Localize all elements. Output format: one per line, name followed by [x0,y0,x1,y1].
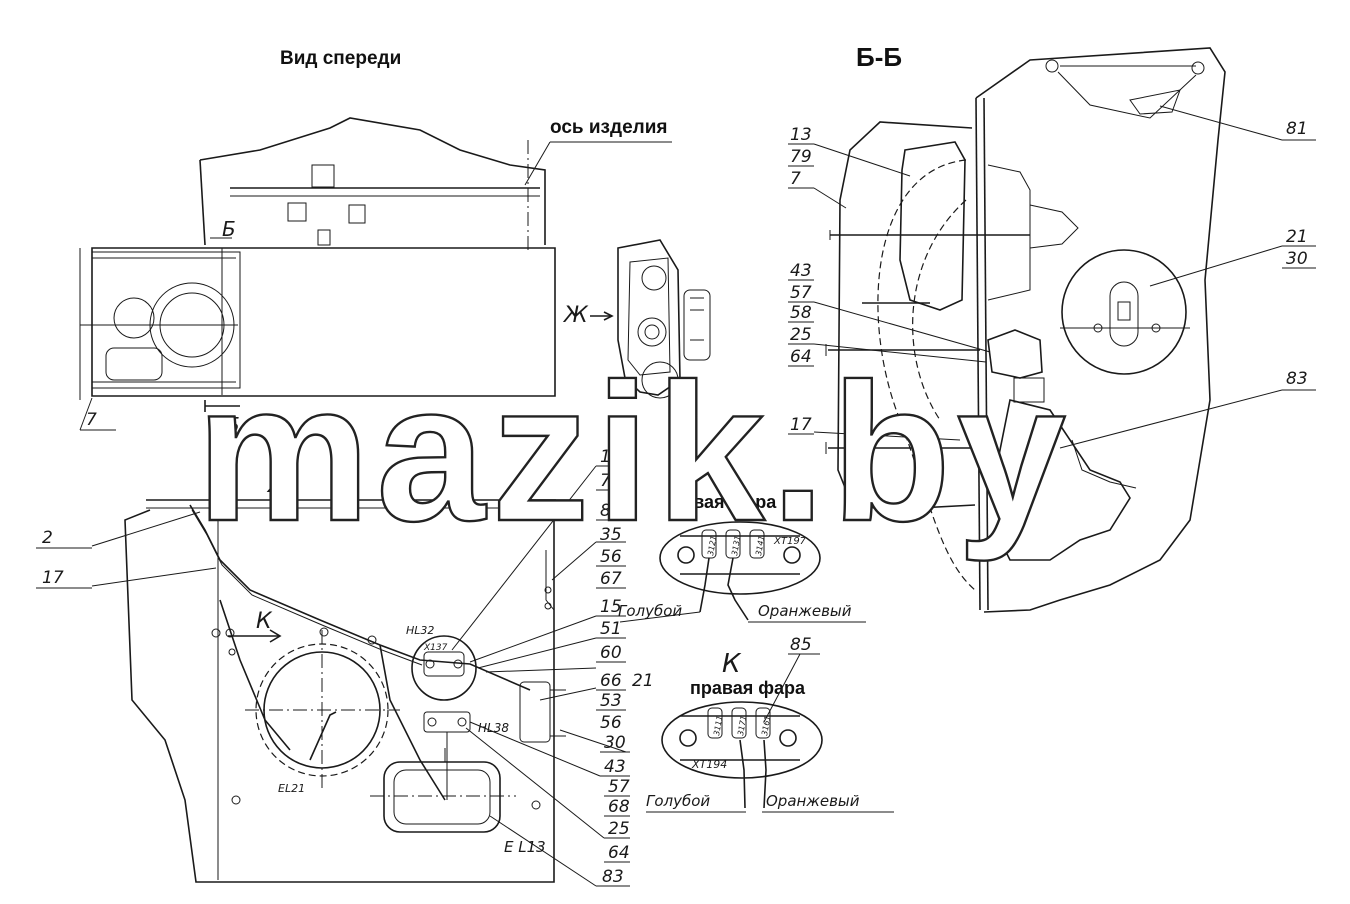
callout-front-13: 13 [600,447,622,467]
right-wire-color-blue: Голубой [646,792,710,810]
callout-front-64: 64 [608,843,630,863]
section-marker-b-upper: Б [222,217,236,241]
section-bb [825,47,1226,613]
callout-front-17: 17 [42,568,64,588]
callout-sec-13: 13 [790,125,812,145]
callout-sec-57: 57 [790,283,812,303]
designator-hl32: HL32 [406,624,434,637]
callout-front-68: 68 [608,797,630,817]
callout-front-15: 15 [600,597,622,617]
callout-sec-17: 17 [790,415,812,435]
callout-front-43: 43 [604,757,626,777]
callout-front-25: 25 [608,819,630,839]
view-marker-zh-center: Ж [266,469,297,499]
left-headlight-label: левая фара [672,492,777,512]
callout-front-56a: 56 [600,547,622,567]
callout-sec-30: 30 [1286,249,1308,269]
callout-sec-43: 43 [790,261,812,281]
callout-front-81: 81 [600,501,622,521]
front-right-callouts: 13 79 81 35 56 67 15 51 60 66 21 53 56 3… [451,447,654,887]
left-wire-a: 3121 [706,535,718,557]
left-wire-c: 3141 [754,535,766,557]
callout-sec-64: 64 [790,347,812,367]
bracket-view-zh: Ж [562,239,711,399]
section-callouts: 13 79 7 43 57 58 25 64 17 81 21 30 83 [788,105,1316,449]
callout-front-56b: 56 [600,713,622,733]
front-view-title: Вид спереди [280,48,401,69]
right-wire-b: 3171 [736,715,748,737]
callout-front-21: 21 [632,671,654,691]
view-marker-zh-right: Ж [562,303,589,328]
callout-front-53: 53 [600,691,622,711]
callout-front-57: 57 [608,777,630,797]
designator-el13: E L13 [504,838,546,856]
callout-front-66: 66 [600,671,622,691]
callout-sec-25: 25 [790,325,812,345]
view-marker-k: К [256,609,273,634]
view-k-title: К [722,649,742,679]
right-wire-c: 3161 [760,715,772,737]
callout-sec-21: 21 [1286,227,1308,247]
callout-front-67: 67 [600,569,622,589]
left-headlight-connector: левая фара 3121 3131 3141 XT197 Голубой … [618,492,866,623]
front-view-lower: Ж К HL32 X137 [124,469,566,883]
callout-front-79: 79 [600,471,622,491]
callout-sec-7: 7 [790,169,801,189]
callout-front-7: 7 [86,410,97,430]
section-title: Б-Б [856,42,902,72]
callout-sec-79: 79 [790,147,812,167]
right-wire-a: 3111 [712,715,724,737]
callout-sec-58: 58 [790,303,812,323]
left-wire-color-blue: Голубой [618,602,682,620]
right-wire-color-orange: Оранжевый [766,792,860,810]
right-headlight-connector: К правая фара 85 3111 3171 3161 XT194 Го… [646,635,894,813]
right-headlight-label: правая фара [690,678,806,698]
callout-sec-83: 83 [1286,369,1308,389]
designator-el21: EL21 [278,782,305,795]
callout-k-85: 85 [790,635,812,655]
watermark: mazik.by [196,343,1072,562]
section-marker-b-lower: Б [226,413,240,437]
right-connector-id: XT194 [691,758,727,771]
callout-front-2: 2 [42,528,53,548]
callout-front-30: 30 [604,733,626,753]
designator-x137: X137 [423,643,448,653]
callout-front-60: 60 [600,643,622,663]
product-axis-label: ось изделия [550,117,667,138]
callout-front-83: 83 [602,867,624,887]
callout-front-51: 51 [600,619,622,639]
left-wire-b: 3131 [730,535,742,557]
front-left-callouts: 2 17 [36,511,217,589]
designator-hl38: HL38 [478,721,509,735]
front-view-upper: Б Б 7 [79,117,556,437]
left-connector-id: XT197 [773,536,807,547]
callout-sec-81: 81 [1286,119,1308,139]
callout-front-35: 35 [600,525,622,545]
left-wire-color-orange: Оранжевый [758,602,852,620]
